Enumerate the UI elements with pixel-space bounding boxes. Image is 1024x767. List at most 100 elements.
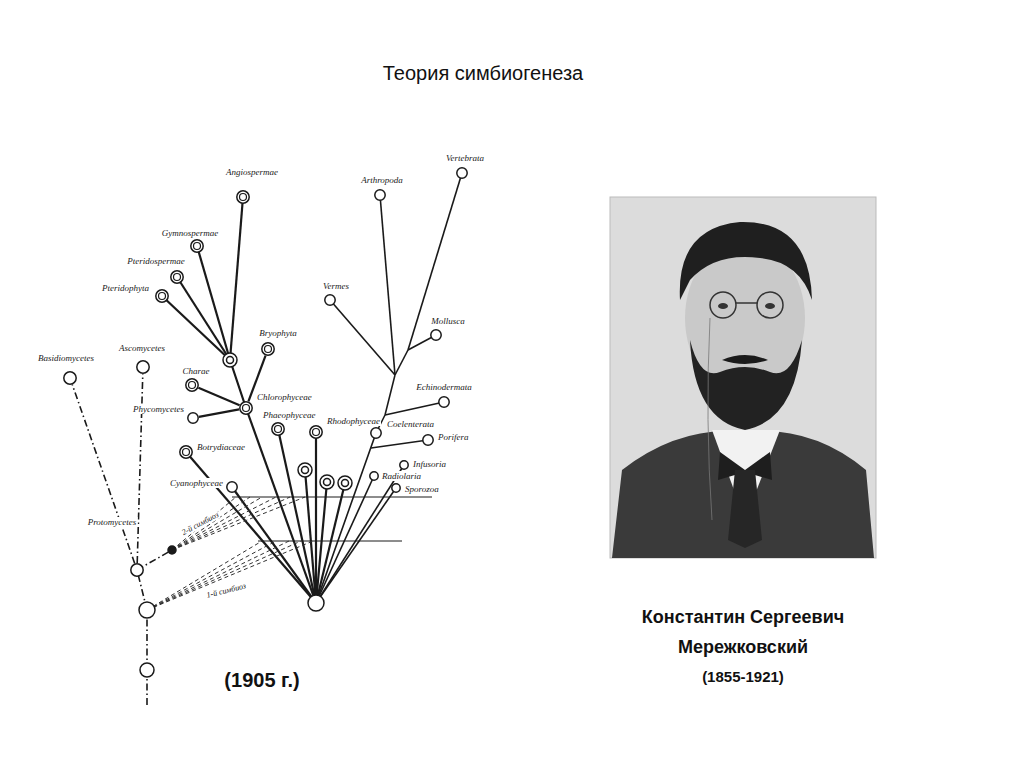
symbiosis-label: 1-й симбиоз: [204, 581, 247, 600]
circle-outline: [155, 289, 169, 303]
circle-ring: [186, 379, 198, 391]
taxon-name: Echinodermata: [415, 382, 473, 392]
inner-ring: [265, 346, 272, 353]
taxon-name: Radiolaria: [381, 471, 422, 481]
fungal-trunk: [137, 550, 172, 705]
circle-outline: [130, 563, 144, 577]
circle-outline: [170, 270, 184, 284]
circle-outline: [430, 329, 442, 341]
circle-outline: [422, 434, 434, 446]
circle-ring: [310, 426, 322, 438]
inner-ring: [313, 429, 320, 436]
circle-ring: [240, 402, 252, 414]
circle-outline: [271, 422, 285, 436]
circle-ring: [156, 290, 168, 302]
circle-outline: [185, 378, 199, 392]
taxon-circle: Cyanophyceae: [226, 481, 238, 493]
taxon-name: Vertebrata: [445, 153, 485, 163]
inner-ring: [275, 426, 282, 433]
taxon-circle: Protomycetes: [130, 563, 144, 577]
circle-outline: [399, 460, 409, 470]
circle-ring: [325, 295, 335, 305]
circle-outline: [438, 396, 450, 408]
inner-ring: [159, 293, 166, 300]
taxon-circle: Arthropoda: [374, 189, 386, 201]
taxon-circle: Bryophyta: [261, 342, 275, 356]
circle-ring: [371, 428, 381, 438]
taxon-circle: Pteridophyta: [155, 289, 169, 303]
branch-line: [72, 385, 134, 564]
taxon-circle: Sporozoa: [391, 483, 401, 493]
taxon-name: Protomycetes: [87, 517, 138, 527]
circle-ring: [400, 461, 408, 469]
circle-outline: [63, 371, 77, 385]
circle-outline: [369, 471, 379, 481]
taxon-circle: Infusoria: [399, 460, 409, 470]
slide-title: Теория симбиогенеза: [0, 60, 966, 86]
circle-ring: [131, 564, 143, 576]
taxon-name: Infusoria: [412, 459, 447, 469]
portrait-photo: [610, 197, 876, 558]
circle-ring: [137, 361, 149, 373]
taxon-circle: Echinodermata: [438, 396, 450, 408]
circle-outline: [456, 167, 468, 179]
taxon-circle: Pteridospermae: [170, 270, 184, 284]
taxon-circle: Ascomycetes: [136, 360, 150, 374]
taxon-circle: Chlorophyceae: [239, 401, 253, 415]
inner-ring: [183, 449, 190, 456]
inner-ring: [174, 274, 181, 281]
circle-ring: [439, 397, 449, 407]
taxon-name: Phaeophyceae: [262, 410, 316, 420]
taxon-circle: Angiospermae: [236, 190, 250, 204]
circle-ring: [272, 423, 284, 435]
taxon-name: Arthropoda: [360, 175, 404, 185]
taxon-name: Botrydiaceae: [196, 442, 246, 452]
junction-circles: [139, 353, 352, 677]
circle-ring: [457, 168, 467, 178]
taxon-circle: Vermes: [324, 294, 336, 306]
taxon-circle: Porifera: [422, 434, 434, 446]
circle-outline: [226, 481, 238, 493]
symbiosis-label: 2-й симбиоз: [179, 509, 221, 537]
taxon-circle: Charae: [185, 378, 199, 392]
taxon-circle: Basidiomycetes: [63, 371, 77, 385]
circle-ring: [431, 330, 441, 340]
circle-outline: [261, 342, 275, 356]
taxon-name: Charae: [182, 366, 211, 376]
circle-ring: [370, 472, 378, 480]
inner-ring: [194, 243, 201, 250]
symbiosis-bundles: [147, 497, 313, 610]
animal-branches: [316, 173, 462, 603]
taxon-name: Pteridospermae: [126, 256, 186, 266]
circle-outline: [190, 239, 204, 253]
circle-outline: [374, 189, 386, 201]
taxon-circle: Phycomycetes: [187, 412, 199, 424]
taxon-circle: Gymnospermae: [190, 239, 204, 253]
taxon-name: Vermes: [322, 281, 350, 291]
branch-line: [248, 356, 265, 402]
branch-line: [199, 409, 239, 417]
circle-ring: [171, 271, 183, 283]
circle-outline: [309, 425, 323, 439]
circle-ring: [262, 343, 274, 355]
taxon-circle: Coelenterata: [370, 427, 382, 439]
circle-ring: [375, 190, 385, 200]
circle-outline: [136, 360, 150, 374]
circle-outline: [179, 445, 193, 459]
circle-ring: [237, 191, 249, 203]
branch-line: [198, 388, 239, 406]
life-dates: (1855-1921): [702, 668, 784, 686]
taxon-name: Bryophyta: [258, 328, 298, 338]
taxon-name: Porifera: [437, 432, 470, 442]
taxon-name: Phycomycetes: [132, 404, 185, 414]
taxon-name: Sporozoa: [404, 484, 440, 494]
taxon-name: Mollusca: [430, 316, 466, 326]
taxon-name: Pteridophyta: [101, 283, 150, 293]
person-name: Константин Сергеевич Мережковский: [618, 602, 868, 662]
taxon-name: Coelenterata: [386, 419, 435, 429]
taxon-name: Gymnospermae: [161, 228, 220, 238]
taxon-circle: Rhodophyceae: [309, 425, 323, 439]
